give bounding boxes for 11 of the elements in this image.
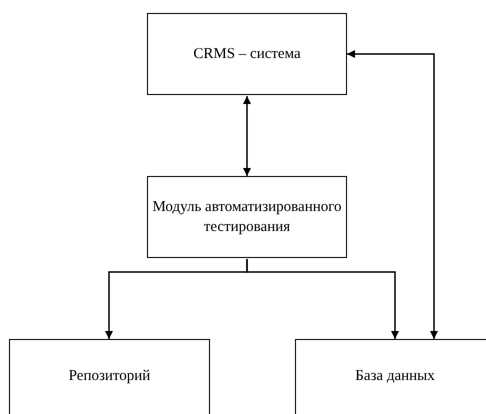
process-box	[147, 176, 347, 258]
arrow	[347, 50, 438, 339]
arrow	[246, 259, 399, 339]
box-label: База данных	[355, 367, 435, 386]
box-label: Репозиторий	[68, 367, 150, 386]
process-box	[147, 13, 347, 95]
process-box	[9, 339, 210, 414]
box-label: CRMS – система	[193, 45, 301, 64]
process-box	[295, 339, 486, 414]
arrow	[243, 96, 251, 176]
box-label: Модуль автоматизированного тестирования	[152, 198, 342, 237]
